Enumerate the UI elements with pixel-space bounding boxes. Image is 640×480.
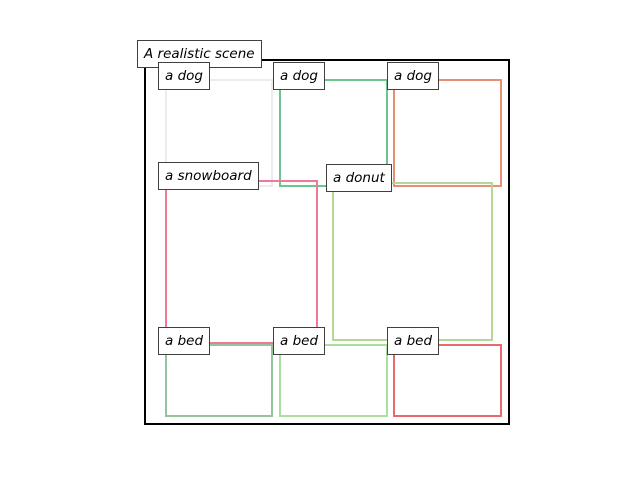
label-bed-1: a bed [158, 327, 211, 355]
box-bed-3 [393, 344, 502, 417]
scene-frame [144, 59, 510, 425]
label-bed-3: a bed [387, 327, 440, 355]
label-snowboard: a snowboard [158, 162, 259, 190]
label-bed-2: a bed [273, 327, 326, 355]
box-snowboard [165, 180, 318, 344]
label-donut: a donut [326, 164, 392, 192]
box-donut [332, 182, 493, 341]
box-dog-3 [393, 79, 502, 187]
label-dog-3: a dog [387, 62, 439, 90]
label-dog-1: a dog [158, 62, 210, 90]
box-bed-1 [165, 344, 273, 417]
box-bed-2 [279, 344, 388, 417]
label-dog-2: a dog [273, 62, 325, 90]
